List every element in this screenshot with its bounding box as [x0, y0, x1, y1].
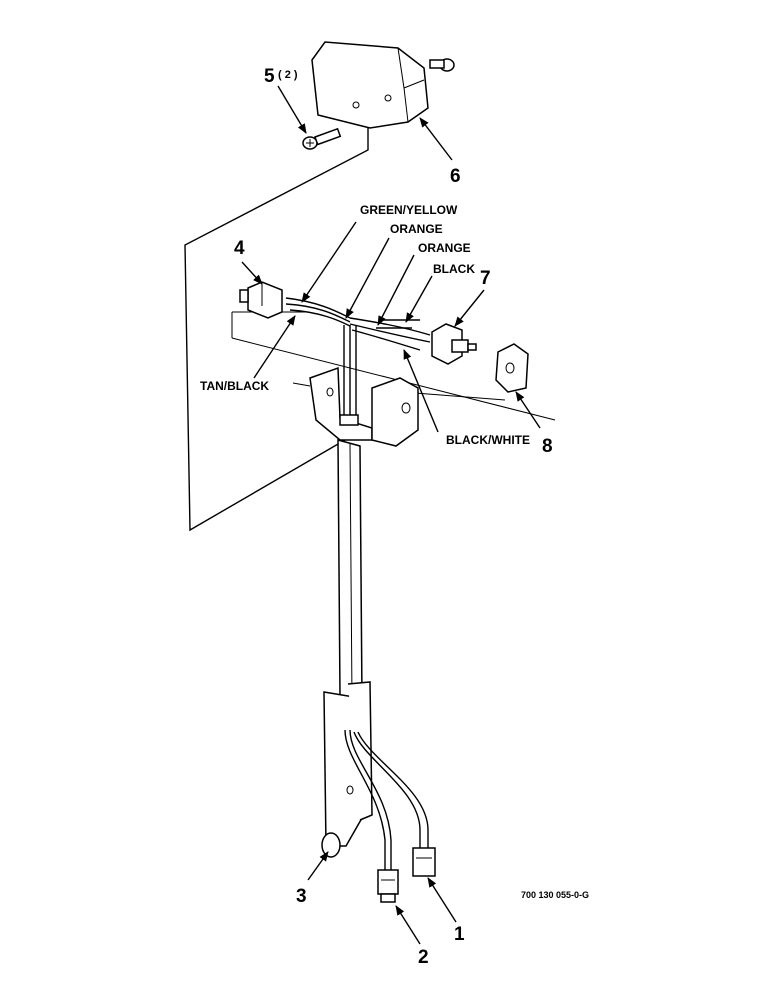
mounting-bar	[321, 439, 373, 858]
screw-part-5	[302, 127, 342, 150]
bracket	[309, 366, 419, 447]
callout-8: 8	[542, 436, 553, 457]
wire-label-tan-black: TAN/BLACK	[200, 379, 269, 393]
connector-part-2	[377, 869, 399, 903]
callout-5-qty: ( 2 )	[278, 69, 298, 81]
callout-4: 4	[234, 238, 245, 259]
callout-2: 2	[418, 947, 429, 968]
switch-part-7	[431, 323, 477, 365]
lower-wires	[344, 729, 429, 870]
callout-7: 7	[480, 268, 491, 289]
leader-arrows	[241, 85, 541, 945]
explode-lines	[184, 107, 556, 532]
wire-label-orange-1: ORANGE	[390, 222, 443, 236]
callout-1: 1	[454, 924, 465, 945]
connector-part-1	[412, 847, 436, 877]
cover-part-6	[311, 41, 429, 129]
callout-5: 5	[264, 66, 275, 87]
wire-label-orange-2: ORANGE	[418, 241, 471, 255]
drawing-code: 700 130 055-0-G	[521, 890, 589, 900]
callout-3: 3	[296, 886, 307, 907]
switch-part-4	[239, 281, 283, 319]
plate-part-8	[495, 343, 529, 393]
wire-label-black: BLACK	[433, 262, 475, 276]
wire-label-green-yellow: GREEN/YELLOW	[360, 203, 458, 217]
callout-6: 6	[450, 166, 461, 187]
wire-label-black-white: BLACK/WHITE	[446, 433, 530, 447]
screw-top-right	[429, 58, 455, 72]
